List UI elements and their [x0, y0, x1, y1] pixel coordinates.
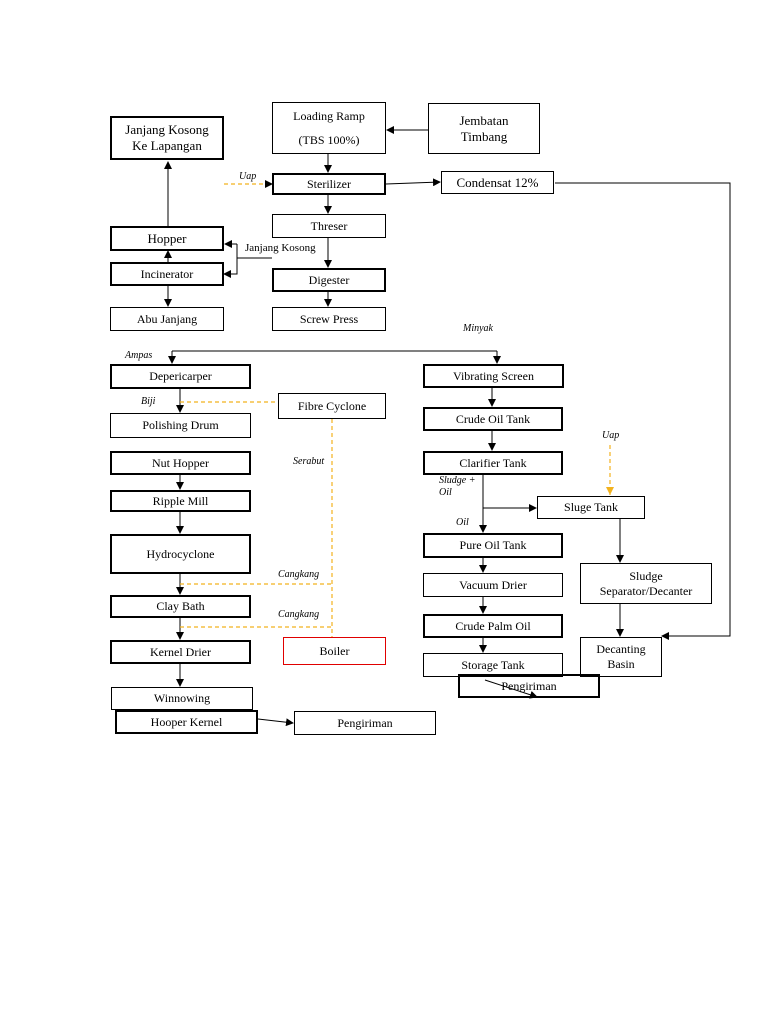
- label-sludge-oil: Sludge + Oil: [438, 475, 477, 499]
- label-uap-2: Uap: [601, 430, 621, 442]
- label-oil: Oil: [455, 517, 470, 529]
- box-ripple-mill: Ripple Mill: [110, 490, 251, 512]
- label-biji: Biji: [140, 396, 157, 408]
- box-depericarper: Depericarper: [110, 364, 251, 389]
- box-jembatan-timbang: Jembatan Timbang: [428, 103, 540, 154]
- box-digester: Digester: [272, 268, 386, 292]
- box-kernel-drier: Kernel Drier: [110, 640, 251, 664]
- box-polishing-drum: Polishing Drum: [110, 413, 251, 438]
- janjang-kosong-line: [223, 257, 272, 278]
- label-uap-1: Uap: [238, 171, 258, 183]
- arrowhead-uap-sluge: [606, 487, 614, 495]
- box-vacuum-drier: Vacuum Drier: [423, 573, 563, 597]
- arrow-storage-to-pengiriman: [484, 679, 538, 699]
- box-abu-janjang: Abu Janjang: [110, 307, 224, 331]
- box-sludge-separator: Sludge Separator/Decanter: [580, 563, 712, 604]
- box-clarifier-tank: Clarifier Tank: [423, 451, 563, 475]
- box-winnowing: Winnowing: [111, 687, 253, 710]
- box-crude-palm-oil: Crude Palm Oil: [423, 614, 563, 638]
- box-clay-bath: Clay Bath: [110, 595, 251, 618]
- condensat-to-basin-line: [555, 182, 731, 640]
- box-incinerator: Incinerator: [110, 262, 224, 286]
- arrow-hooper-to-pengiriman: [257, 718, 294, 727]
- box-loading-ramp: Loading Ramp (TBS 100%): [272, 102, 386, 154]
- box-crude-oil-tank: Crude Oil Tank: [423, 407, 563, 431]
- label-ampas: Ampas: [124, 350, 154, 362]
- box-sterilizer: Sterilizer: [272, 173, 386, 195]
- box-screw-press: Screw Press: [272, 307, 386, 331]
- box-nut-hopper: Nut Hopper: [110, 451, 251, 475]
- box-pengiriman-oil: Pengiriman: [458, 674, 600, 698]
- box-threser: Threser: [272, 214, 386, 238]
- label-cangkang-1: Cangkang: [277, 569, 321, 581]
- box-condensat: Condensat 12%: [441, 171, 554, 194]
- box-janjang-kosong-lapangan: Janjang Kosong Ke Lapangan: [110, 116, 224, 160]
- box-hydrocyclone: Hydrocyclone: [110, 534, 251, 574]
- box-vibrating-screen: Vibrating Screen: [423, 364, 564, 388]
- label-minyak: Minyak: [462, 323, 494, 335]
- label-cangkang-2: Cangkang: [277, 609, 321, 621]
- box-pengiriman-kernel: Pengiriman: [294, 711, 436, 735]
- box-sluge-tank: Sluge Tank: [537, 496, 645, 519]
- label-janjang-kosong: Janjang Kosong: [244, 242, 317, 254]
- arrow-sterilizer-to-condensat: [385, 178, 441, 187]
- label-serabut: Serabut: [292, 456, 326, 468]
- box-decanting-basin: Decanting Basin: [580, 637, 662, 677]
- box-boiler: Boiler: [283, 637, 386, 665]
- box-storage-tank: Storage Tank: [423, 653, 563, 677]
- box-pure-oil-tank: Pure Oil Tank: [423, 533, 563, 558]
- box-fibre-cyclone: Fibre Cyclone: [278, 393, 386, 419]
- box-hooper-kernel: Hooper Kernel: [115, 710, 258, 734]
- box-hopper: Hopper: [110, 226, 224, 251]
